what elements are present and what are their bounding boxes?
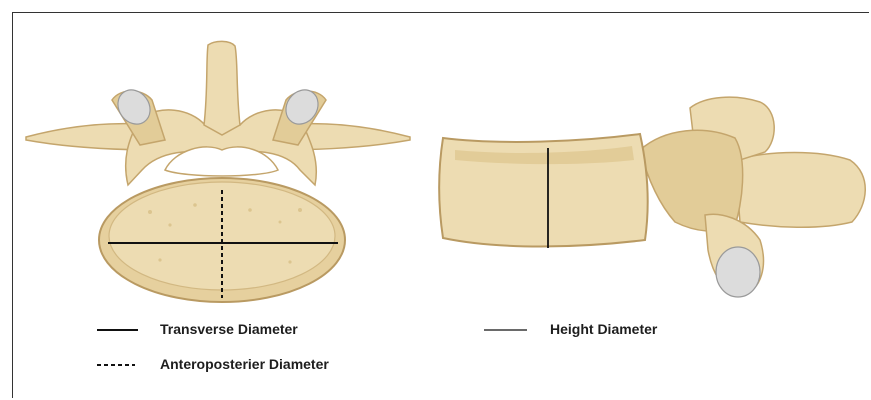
inferior-facet-cartilage bbox=[716, 247, 760, 297]
lateral-spinous-process bbox=[735, 153, 865, 228]
legend-anteroposterior-label: Anteroposterier Diameter bbox=[160, 356, 329, 372]
legend-transverse-label: Transverse Diameter bbox=[160, 321, 298, 337]
superior-view-vertebra bbox=[26, 41, 410, 302]
lateral-view-vertebra bbox=[439, 97, 865, 297]
legend-height-label: Height Diameter bbox=[550, 321, 657, 337]
spinous-process bbox=[204, 41, 240, 135]
